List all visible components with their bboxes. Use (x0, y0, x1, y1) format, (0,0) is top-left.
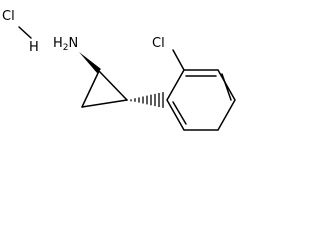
cyclopropane-bond-c3-c2 (81, 99, 128, 108)
aromatic-double-bond-bottom-left (172, 101, 187, 125)
hcl-bond (18, 26, 32, 39)
aryl-chloro-label: Cl (152, 36, 165, 51)
amine-subscript: 2 (63, 43, 69, 53)
hcl-h-label: H (29, 40, 39, 55)
hashed-wedge-bond-aryl (130, 92, 164, 108)
wedge-bond-amine (79, 52, 101, 73)
amine-n: N (69, 36, 79, 51)
cyclopropane-bond-c1-c3 (81, 70, 100, 108)
aryl-chloro-bond (172, 49, 185, 71)
aromatic-double-bond-right (221, 73, 232, 101)
hcl-cl-label: Cl (2, 9, 15, 24)
chemical-structure: Cl H H2N Cl (2, 9, 236, 131)
amine-label: H2N (53, 36, 78, 53)
benzene-ring (166, 69, 236, 131)
cyclopropane-bond-c1-c2 (98, 70, 128, 101)
